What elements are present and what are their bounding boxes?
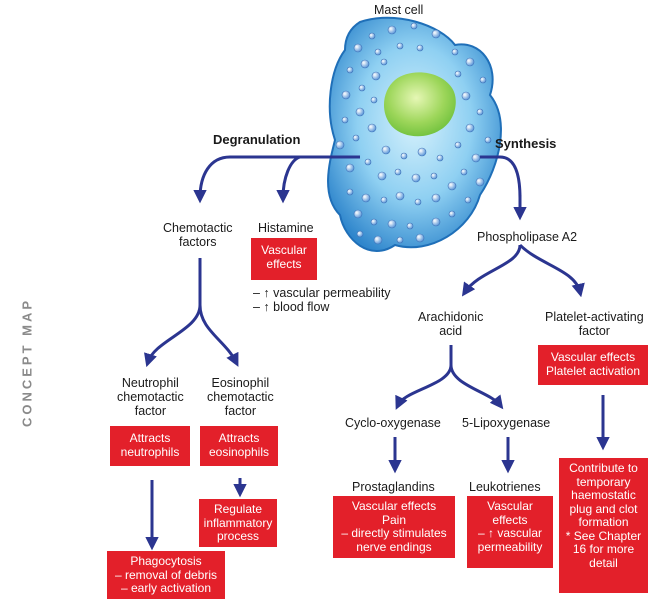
arrows <box>144 155 610 551</box>
histamine-label: Histamine <box>258 221 314 235</box>
phospholipase-label: Phospholipase A2 <box>477 230 578 244</box>
phagocytosis-box: Phagocytosis– removal of debris– early a… <box>107 551 225 599</box>
cyclo-oxygenase-label: Cyclo-oxygenase <box>345 416 441 430</box>
degranulation-label: Degranulation <box>213 132 301 147</box>
lipoxygenase-label: 5-Lipoxygenase <box>462 416 551 430</box>
mast-cell-label: Mast cell <box>374 3 424 17</box>
granules <box>335 22 492 245</box>
synthesis-label: Synthesis <box>495 136 557 151</box>
leukotrienes-label: Leukotrienes <box>469 480 541 494</box>
nucleus <box>383 72 456 137</box>
prostaglandins-label: Prostaglandins <box>352 480 435 494</box>
histamine-notes: – ↑ vascular permeability– ↑ blood flow <box>253 286 391 314</box>
